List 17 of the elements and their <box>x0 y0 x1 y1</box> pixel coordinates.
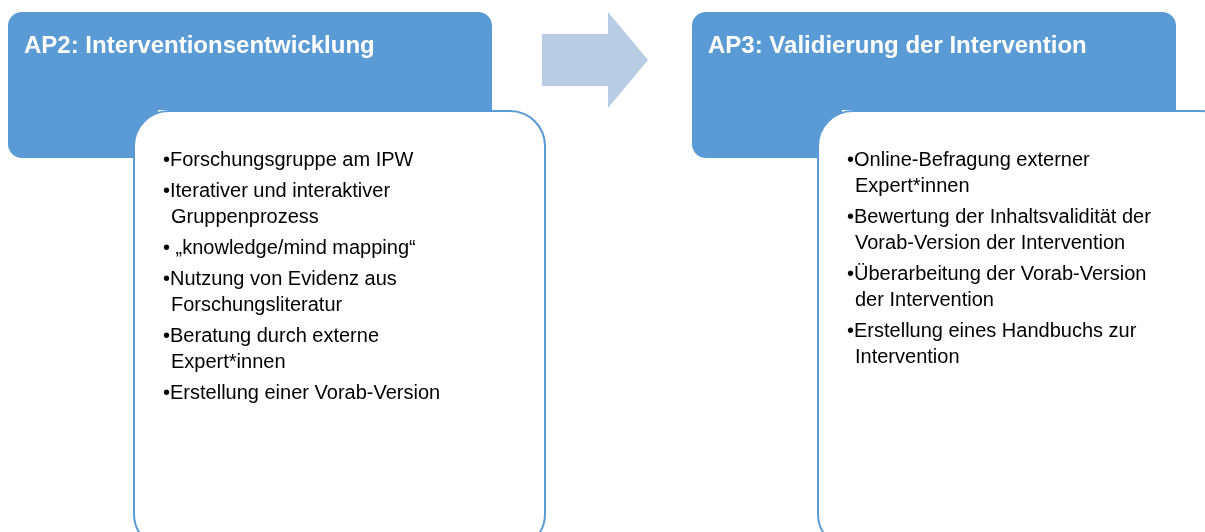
bullet-item: •Iterativer und interaktiver Gruppenprozess <box>163 178 392 229</box>
heading: AP2: Interventionsentwicklung <box>24 30 376 60</box>
header-box <box>8 12 492 110</box>
bullet-item: •Erstellung eines Handbuchs zur Intervention <box>847 318 1138 369</box>
content-box <box>817 110 1205 532</box>
bullet-item: •Nutzung von Evidenz aus Forschungsliteratur <box>163 266 398 317</box>
bullet-item: •Bewertung der Inhaltsvalidität der Vorab-Version der Intervention <box>847 204 1152 255</box>
bullet-item: •Online-Befragung externer Expert*innen <box>847 147 1091 198</box>
bullet-item: • „knowledge/mind mapping“ <box>163 235 417 260</box>
bullet-item: •Überarbeitung der Vorab-Version der Intervention <box>847 261 1148 312</box>
bullet-item: •Beratung durch externe Expert*innen <box>163 323 381 374</box>
block-arrow <box>542 12 648 108</box>
heading: AP3: Validierung der Intervention <box>708 30 1088 60</box>
bullet-item: •Forschungsgruppe am IPW <box>163 147 415 172</box>
header-box <box>692 12 1176 110</box>
bullet-item: •Erstellung einer Vorab-Version <box>163 380 442 405</box>
content-box <box>133 110 546 532</box>
